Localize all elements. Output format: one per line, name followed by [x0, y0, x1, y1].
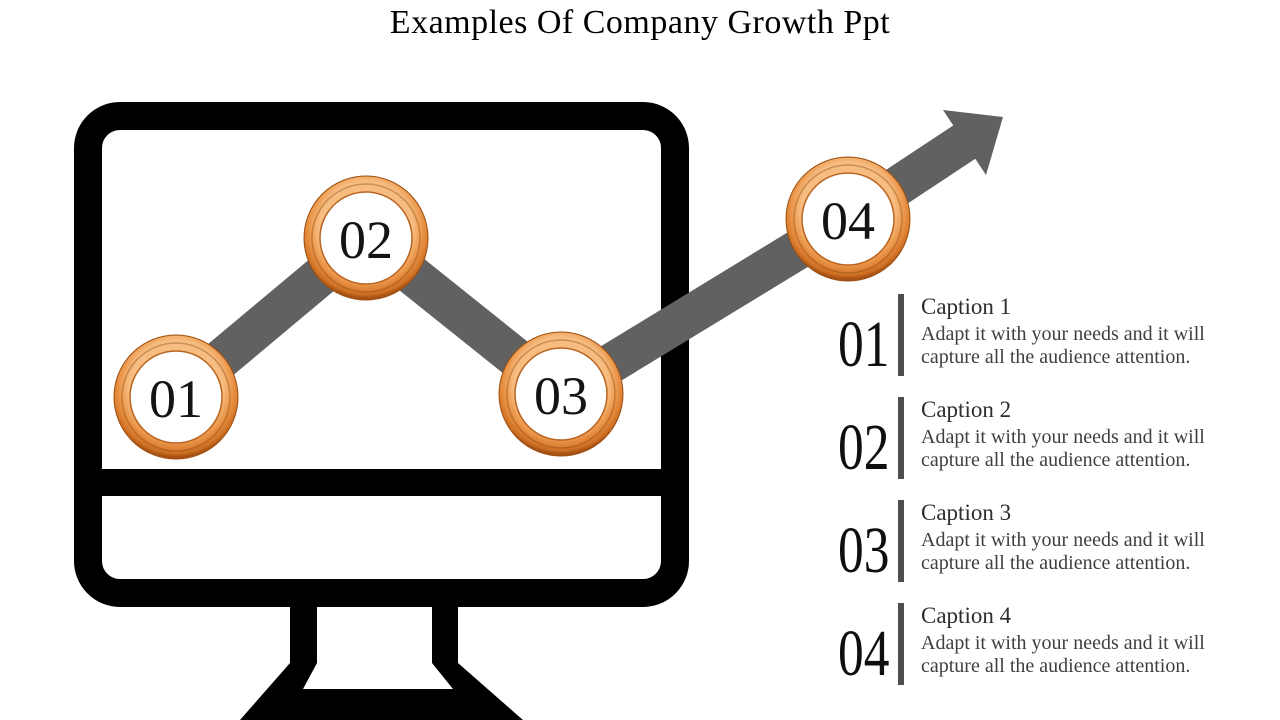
step-label-03: 03	[534, 366, 588, 426]
caption-list: 01 Caption 1 Adapt it with your needs an…	[838, 294, 1268, 706]
caption-body: Adapt it with your needs and it will cap…	[921, 528, 1205, 575]
caption-divider	[898, 397, 904, 479]
caption-title: Caption 4	[921, 603, 1012, 628]
caption-text: Caption 2 Adapt it with your needs and i…	[904, 397, 1251, 479]
caption-text: Caption 1 Adapt it with your needs and i…	[904, 294, 1251, 376]
step-circle-03: 03	[498, 331, 624, 457]
arrow-head-icon	[943, 110, 1003, 175]
step-label-04: 04	[821, 191, 875, 251]
caption-body: Adapt it with your needs and it will cap…	[921, 425, 1205, 472]
growth-diagram: 01 02 03 04	[74, 102, 1003, 720]
step-label-01: 01	[149, 369, 203, 429]
slide-title: Examples Of Company Growth Ppt	[389, 4, 891, 41]
caption-body: Adapt it with your needs and it will cap…	[921, 322, 1205, 369]
caption-number: 04	[838, 616, 890, 690]
step-circle-01: 01	[113, 334, 239, 460]
caption-divider	[898, 500, 904, 582]
caption-block-1: 01 Caption 1 Adapt it with your needs an…	[838, 294, 1268, 381]
caption-divider	[898, 603, 904, 685]
caption-title: Caption 1	[921, 294, 1012, 319]
monitor-icon	[74, 102, 689, 720]
step-circle-02: 02	[303, 175, 429, 301]
caption-block-2: 02 Caption 2 Adapt it with your needs an…	[838, 397, 1268, 484]
caption-block-4: 04 Caption 4 Adapt it with your needs an…	[838, 603, 1268, 690]
caption-number: 03	[838, 513, 890, 587]
caption-title: Caption 2	[921, 397, 1012, 422]
caption-text: Caption 3 Adapt it with your needs and i…	[904, 500, 1251, 582]
step-label-02: 02	[339, 210, 393, 270]
caption-title: Caption 3	[921, 500, 1012, 525]
monitor-bezel-bar	[102, 469, 661, 496]
caption-body: Adapt it with your needs and it will cap…	[921, 631, 1205, 678]
caption-number: 01	[838, 307, 890, 381]
caption-text: Caption 4 Adapt it with your needs and i…	[904, 603, 1251, 685]
caption-number: 02	[838, 410, 890, 484]
caption-divider	[898, 294, 904, 376]
step-circle-04: 04	[785, 156, 911, 282]
caption-block-3: 03 Caption 3 Adapt it with your needs an…	[838, 500, 1268, 587]
